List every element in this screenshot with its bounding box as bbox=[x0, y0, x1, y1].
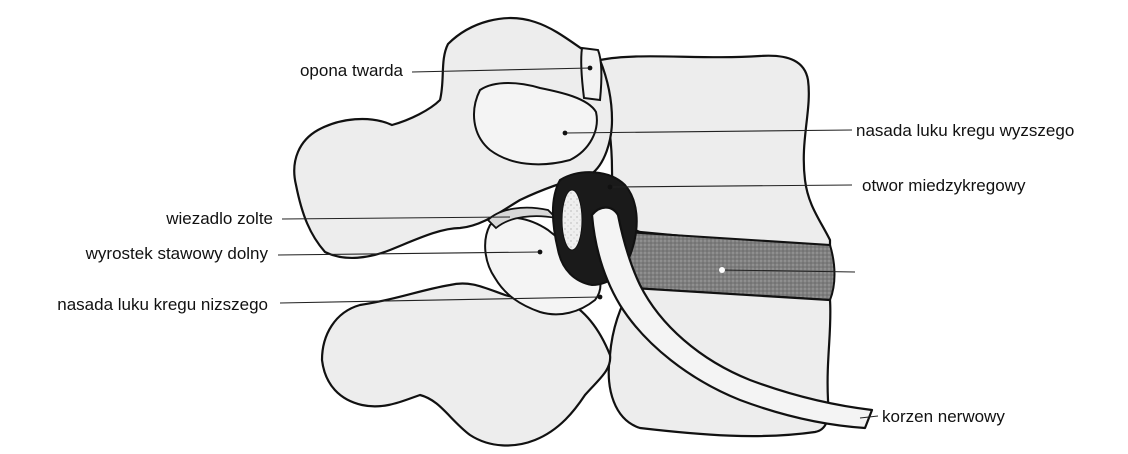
dura-mater bbox=[581, 48, 601, 100]
leader-dot bbox=[598, 295, 603, 300]
foramen-inner bbox=[562, 190, 582, 250]
leader-dot bbox=[588, 66, 593, 71]
label-korzen-nerwowy: korzen nerwowy bbox=[882, 407, 1005, 426]
leader-dot bbox=[608, 185, 613, 190]
leader-dot bbox=[563, 131, 568, 136]
label-otwor-miedzykregowy: otwor miedzykregowy bbox=[862, 176, 1026, 195]
label-nasada-nizszego: nasada luku kregu nizszego bbox=[57, 295, 268, 314]
label-wyrostek-stawowy: wyrostek stawowy dolny bbox=[85, 244, 269, 263]
leader-dot bbox=[538, 250, 543, 255]
leader-dot bbox=[719, 267, 725, 273]
label-wiezadlo-zolte: wiezadlo zolte bbox=[165, 209, 273, 228]
label-opona-twarda: opona twarda bbox=[300, 61, 404, 80]
label-nasada-wyzszego: nasada luku kregu wyzszego bbox=[856, 121, 1074, 140]
